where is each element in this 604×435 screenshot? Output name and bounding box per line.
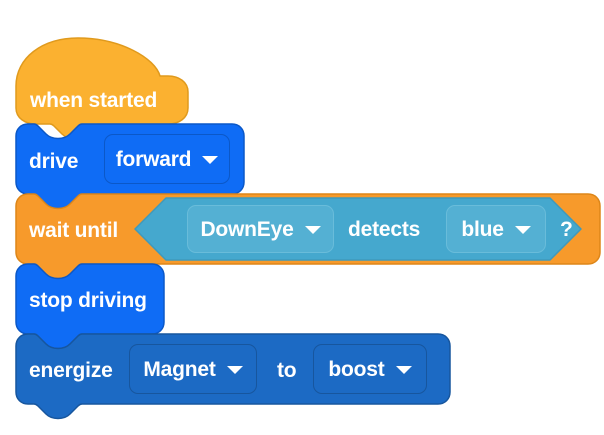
sensor-dropdown[interactable]: DownEye xyxy=(187,205,334,253)
drive-direction-value: forward xyxy=(115,147,192,171)
drive-direction-dropdown[interactable]: forward xyxy=(104,134,230,184)
sensor-value: DownEye xyxy=(200,217,294,241)
energize-device-value: Magnet xyxy=(143,357,216,381)
drive-label: drive xyxy=(29,150,79,173)
energize-mode-dropdown[interactable]: boost xyxy=(313,344,427,394)
boolean-detects-block[interactable]: DownEye detects blue ? xyxy=(134,197,582,261)
detects-label: detects xyxy=(348,218,421,241)
block-energize[interactable]: energize Magnet to boost xyxy=(15,333,451,420)
block-wait-until[interactable]: wait until DownEye detects blue ? xyxy=(15,193,601,280)
energize-connector-label: to xyxy=(277,359,297,382)
energize-device-dropdown[interactable]: Magnet xyxy=(129,344,257,394)
chevron-down-icon xyxy=(202,156,219,164)
when-started-label: when started xyxy=(30,89,158,112)
when-started-shape xyxy=(15,37,189,140)
wait-until-label: wait until xyxy=(29,219,118,242)
question-mark-label: ? xyxy=(560,218,573,241)
chevron-down-icon xyxy=(226,366,243,374)
stop-driving-label: stop driving xyxy=(29,289,147,312)
chevron-down-icon xyxy=(395,366,412,374)
block-stop-driving[interactable]: stop driving xyxy=(15,263,165,350)
color-value: blue xyxy=(461,217,504,241)
block-drive[interactable]: drive forward xyxy=(15,123,245,210)
chevron-down-icon xyxy=(514,226,531,234)
energize-label: energize xyxy=(29,359,113,382)
energize-mode-value: boost xyxy=(328,357,385,381)
block-when-started[interactable]: when started xyxy=(15,36,189,140)
chevron-down-icon xyxy=(304,226,321,234)
color-dropdown[interactable]: blue xyxy=(446,205,546,253)
